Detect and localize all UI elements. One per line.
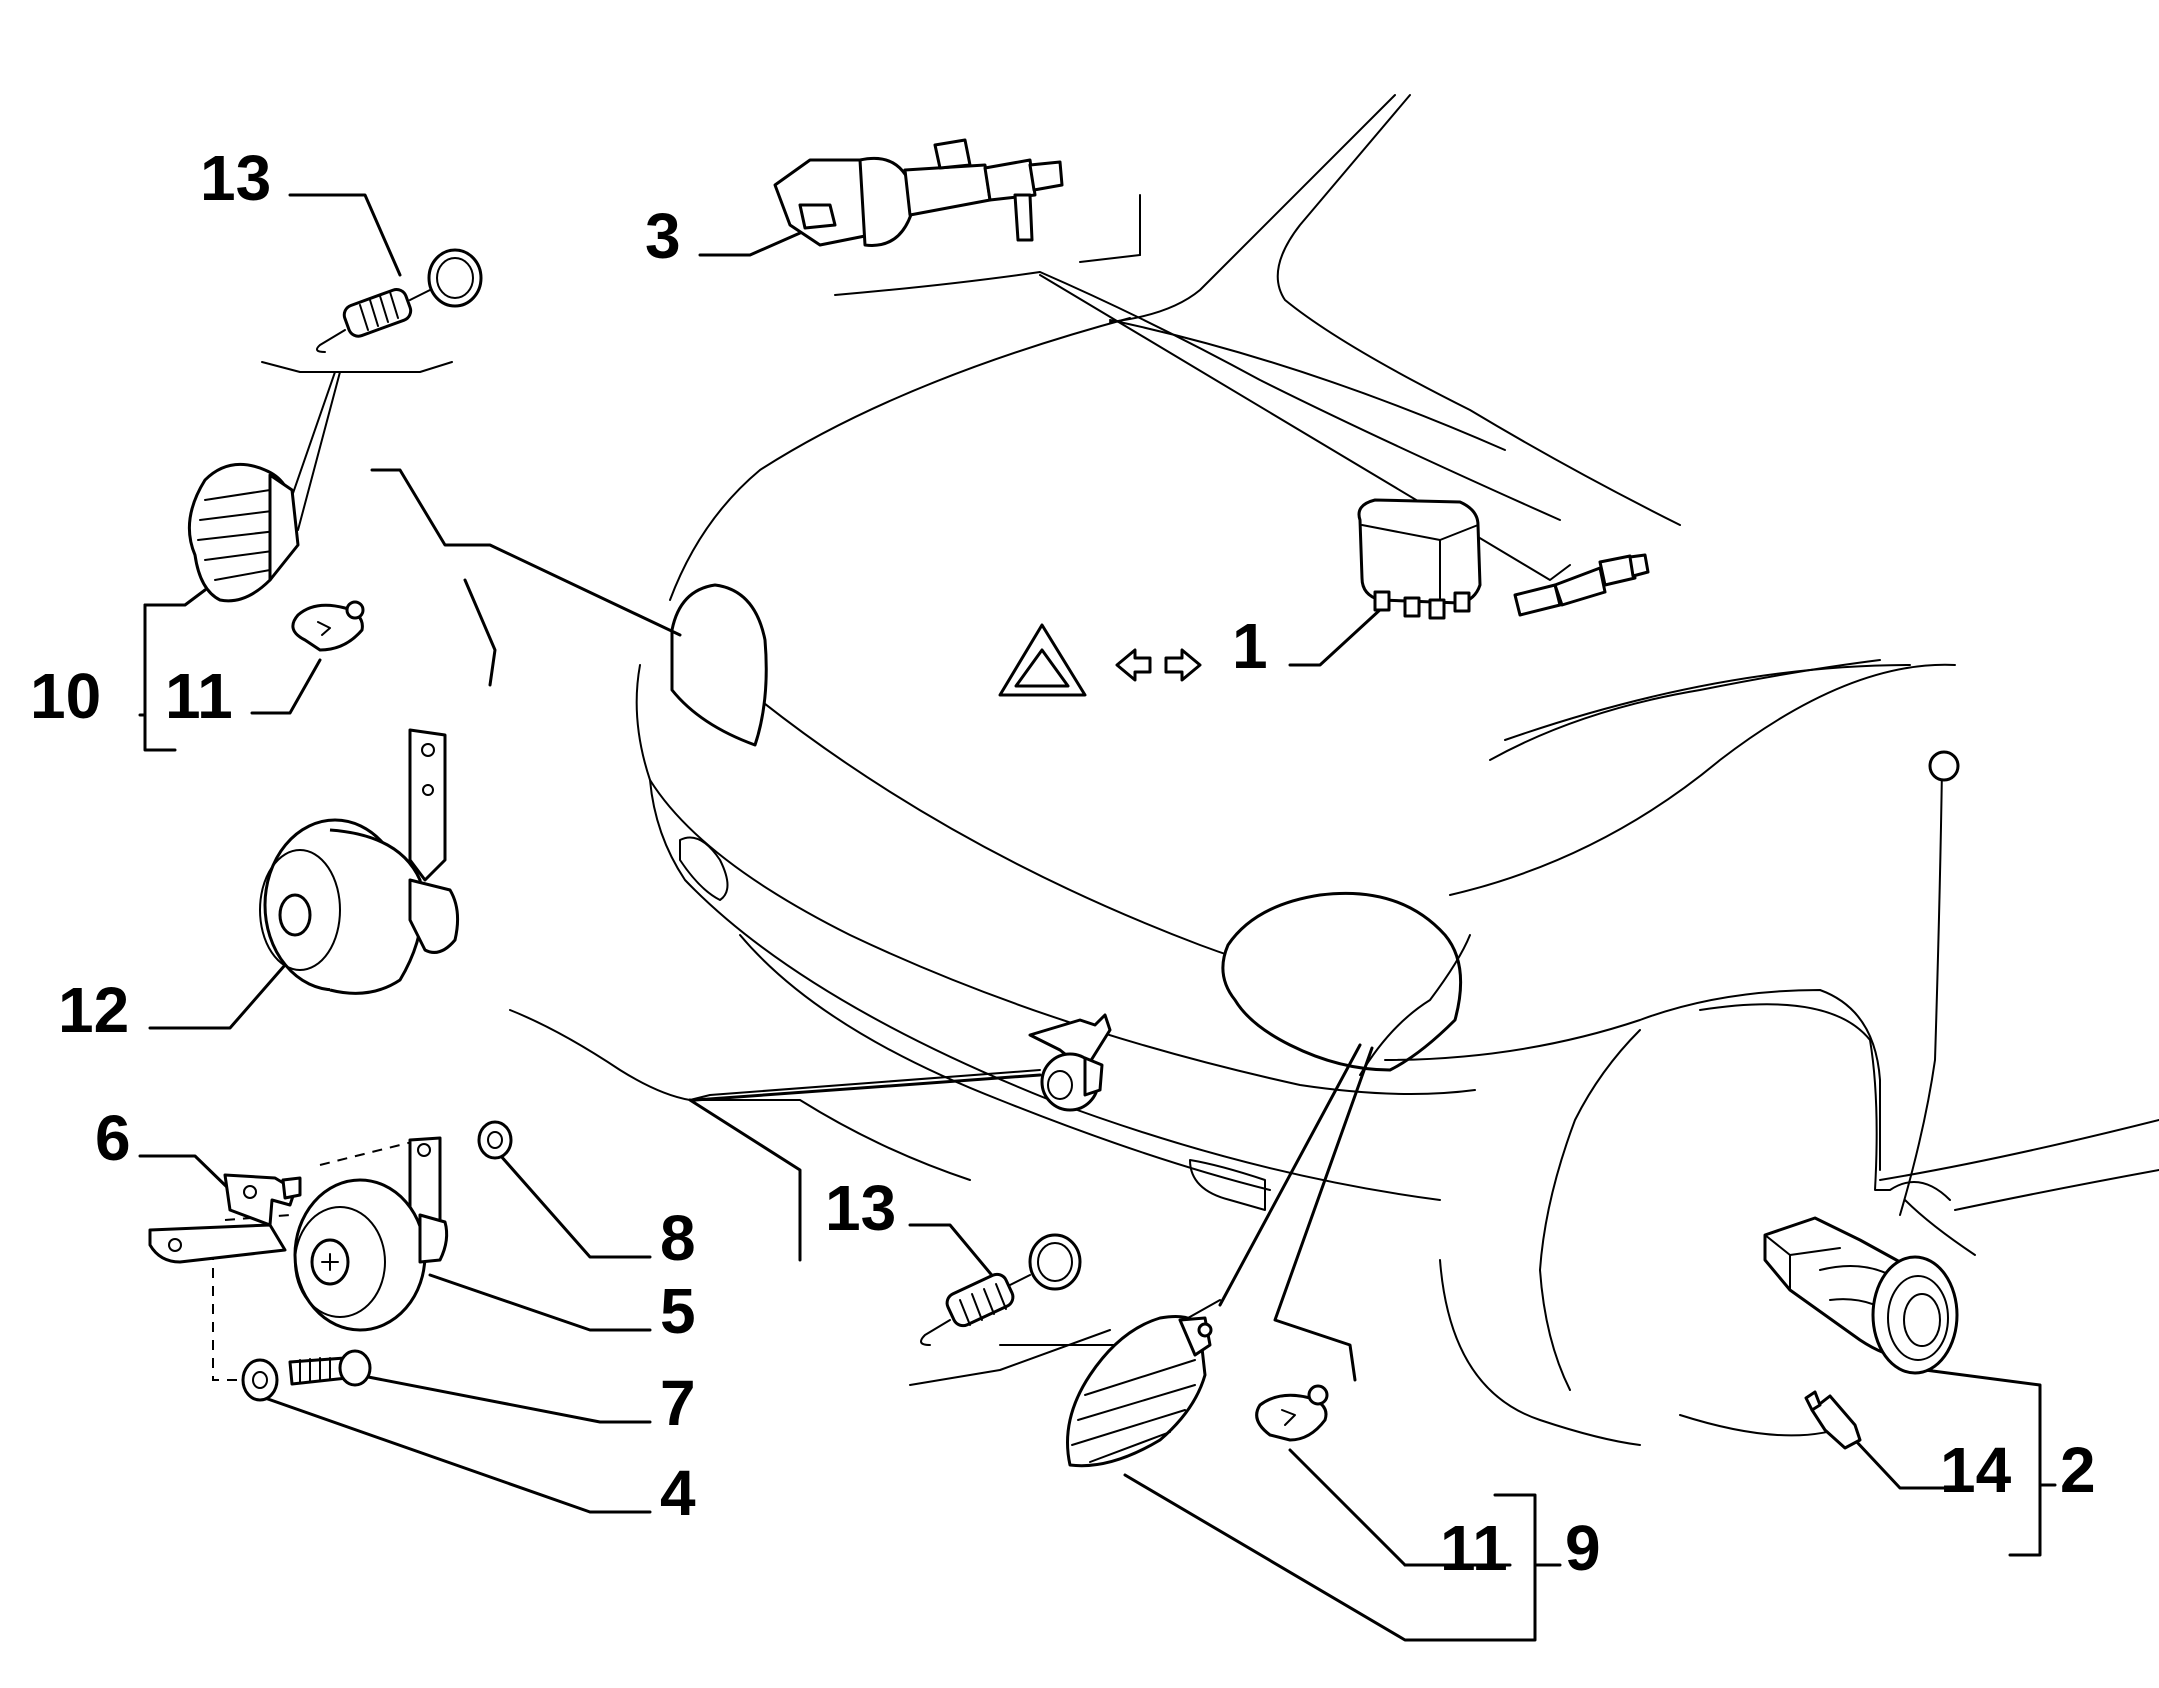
spring-with-ring-top [315, 248, 483, 353]
horn-mounting-bracket [148, 1173, 302, 1264]
side-repeater-lamp [187, 462, 300, 603]
label-11-bottom: 11 [1440, 1512, 1508, 1584]
leader-lines [138, 193, 2057, 1642]
horn-lower [293, 1136, 449, 1332]
callout-labels: 13 3 10 11 12 6 8 5 7 4 1 13 11 9 14 2 [30, 142, 2096, 1584]
hazard-warning-triangle-icon [998, 623, 1087, 697]
brake-light-switch [773, 138, 1064, 247]
nut [477, 1120, 513, 1160]
label-2: 2 [2060, 1434, 2096, 1506]
label-8: 8 [660, 1202, 696, 1274]
label-3: 3 [645, 200, 681, 272]
wedge-bulb [1804, 1390, 1862, 1450]
washer [241, 1358, 279, 1402]
horn-upper [259, 728, 460, 995]
label-7: 7 [660, 1367, 696, 1439]
label-11-left: 11 [165, 660, 233, 732]
label-12: 12 [58, 974, 129, 1046]
front-indicator-lamp [1066, 1315, 1213, 1468]
relay [1357, 498, 1482, 620]
bulb-bottom [1255, 1384, 1329, 1442]
label-13-bottom: 13 [825, 1172, 896, 1244]
label-14: 14 [1940, 1434, 2012, 1506]
bulb-left [291, 600, 365, 652]
label-13-top: 13 [200, 142, 271, 214]
label-10: 10 [30, 660, 101, 732]
bolt [288, 1349, 372, 1387]
label-5: 5 [660, 1275, 696, 1347]
car-body-outline [635, 94, 2159, 1446]
horn-installed [1028, 1013, 1112, 1112]
left-right-arrows-icon [1115, 648, 1202, 682]
label-6: 6 [95, 1102, 131, 1174]
label-4: 4 [660, 1457, 696, 1529]
spring-with-ring-bottom [920, 1233, 1082, 1346]
label-1: 1 [1232, 610, 1268, 682]
side-light-housing [1763, 1216, 1959, 1375]
small-switch [1513, 553, 1650, 617]
label-9: 9 [1565, 1512, 1601, 1584]
